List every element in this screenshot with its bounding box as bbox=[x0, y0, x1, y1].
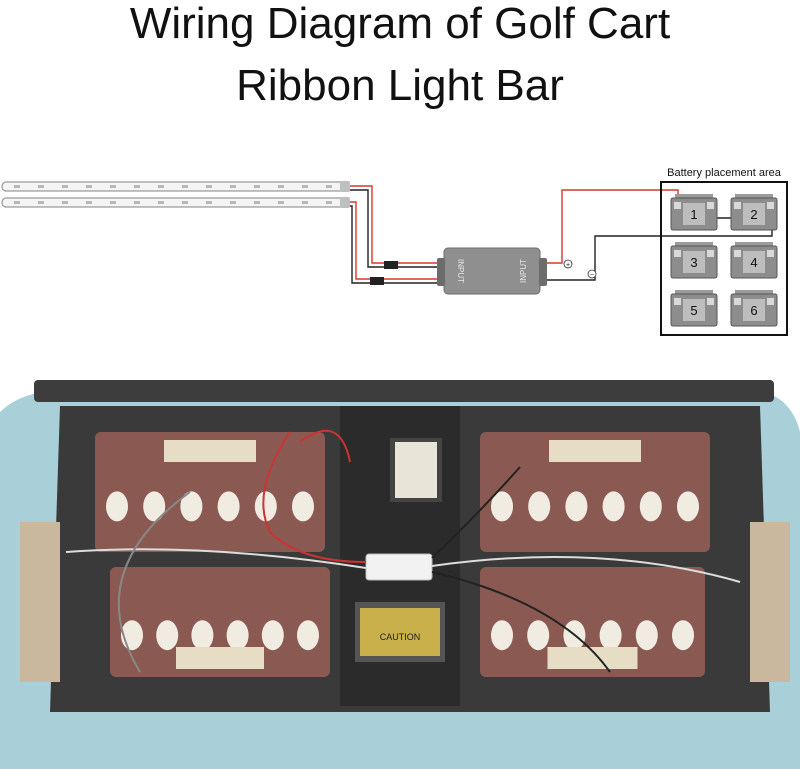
photo-battery-group bbox=[95, 432, 710, 677]
battery-3: 3 bbox=[670, 242, 718, 279]
battery-4: 4 bbox=[730, 242, 778, 279]
battery-1: 1 bbox=[670, 194, 718, 231]
controller-input-label-right: INPUT bbox=[519, 259, 528, 283]
led-strip-top bbox=[1, 181, 350, 192]
battery-2: 2 bbox=[730, 194, 778, 231]
battery-number-label: 3 bbox=[690, 255, 697, 270]
battery-number-label: 5 bbox=[690, 303, 697, 318]
led-strip-bottom bbox=[1, 197, 350, 208]
photo-battery bbox=[480, 567, 705, 677]
battery-area-label: Battery placement area bbox=[667, 167, 782, 179]
wire-connectors bbox=[370, 261, 398, 285]
controller-box: INPUT INPUT bbox=[437, 247, 547, 295]
page-title-line-1: Wiring Diagram of Golf Cart bbox=[129, 0, 671, 48]
positive-symbol: + bbox=[566, 262, 570, 269]
photo-controller bbox=[365, 553, 433, 581]
battery-6: 6 bbox=[730, 290, 778, 327]
battery-5: 5 bbox=[670, 290, 718, 327]
positive-terminal-icon bbox=[563, 259, 573, 269]
negative-symbol: − bbox=[590, 272, 594, 279]
battery-compartment-photo: CAUTION bbox=[0, 380, 800, 769]
caution-label: CAUTION bbox=[380, 632, 421, 642]
negative-terminal-icon bbox=[587, 269, 597, 279]
battery-number-label: 1 bbox=[690, 207, 697, 222]
battery-grid: 1 2 3 4 5 6 bbox=[670, 194, 778, 327]
battery-number-label: 6 bbox=[750, 303, 757, 318]
controller-input-label-left: INPUT bbox=[456, 259, 465, 283]
battery-number-label: 2 bbox=[750, 207, 757, 222]
page-title-line-2: Ribbon Light Bar bbox=[236, 61, 564, 110]
photo-battery bbox=[95, 432, 325, 552]
strip-wires bbox=[350, 185, 440, 284]
battery-area-box bbox=[660, 181, 788, 336]
photo-wires bbox=[65, 429, 741, 673]
photo-battery bbox=[110, 567, 330, 677]
battery-number-label: 4 bbox=[750, 255, 757, 270]
photo-battery bbox=[480, 432, 710, 552]
wiring-diagram: INPUT INPUT + − Battery placement area 1… bbox=[1, 167, 788, 336]
